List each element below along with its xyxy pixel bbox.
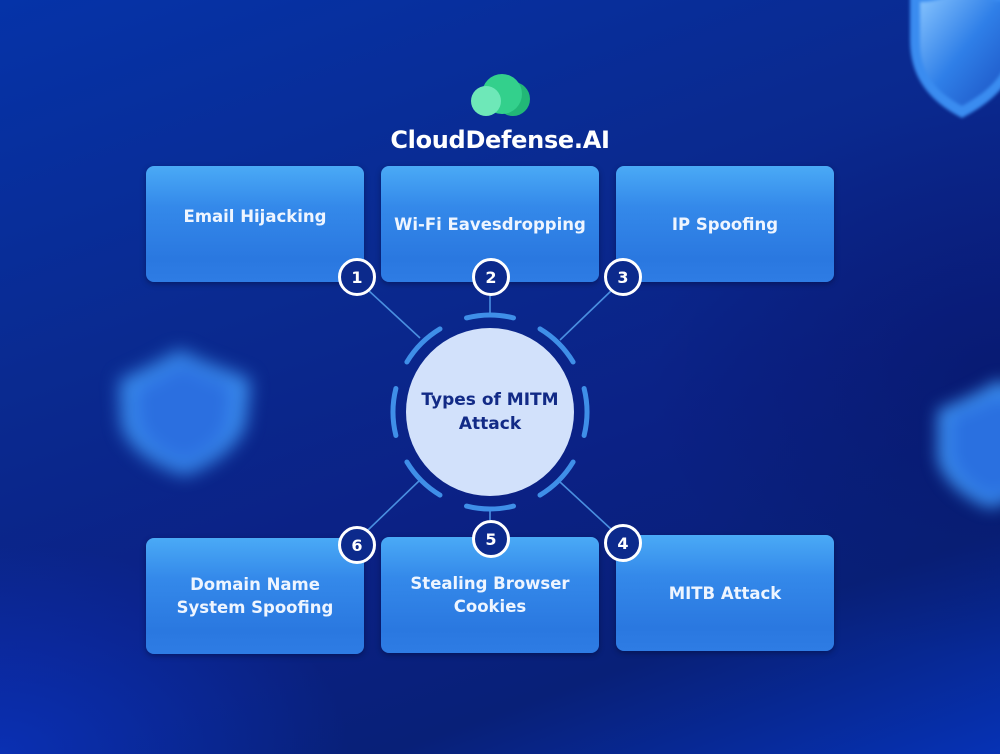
attack-label: Domain Name System Spoofing (176, 575, 334, 617)
center-title: Types of MITM Attack (421, 390, 559, 434)
hub-ring (390, 312, 590, 512)
attack-label: IP Spoofing (671, 214, 779, 234)
attack-card-ip-spoofing: IP Spoofing (616, 166, 834, 282)
connector-line-6 (367, 479, 421, 531)
number-badge-1: 1 (338, 258, 376, 296)
ring-segment (581, 386, 590, 438)
number-badge-4: 4 (604, 524, 642, 562)
attack-card-dns-spoofing: Domain Name System Spoofing (146, 538, 364, 654)
attack-label: Email Hijacking (183, 206, 327, 226)
shield-icon (120, 350, 250, 475)
center-hub: Types of MITM Attack (406, 328, 574, 496)
connector-line-3 (559, 289, 613, 341)
ring-segment (404, 326, 443, 365)
number-badge-3: 3 (604, 258, 642, 296)
number-badge-6: 6 (338, 526, 376, 564)
cloud-icon (471, 74, 530, 116)
connector-line-4 (559, 481, 613, 531)
attack-label: MITB Attack (668, 583, 782, 603)
ring-segment (390, 386, 399, 438)
ring-segment (537, 326, 576, 365)
brand-name: CloudDefense.AI (390, 126, 610, 154)
ring-segment (464, 503, 516, 512)
number-badge-5: 5 (472, 520, 510, 558)
attack-label: Stealing Browser Cookies (410, 574, 570, 616)
attack-card-stealing-browser-cookies: Stealing Browser Cookies (381, 537, 599, 653)
attack-label: Wi-Fi Eavesdropping (394, 214, 586, 234)
shield-icon (938, 380, 1000, 508)
number-badge-2: 2 (472, 258, 510, 296)
brand-logo: CloudDefense.AI (0, 72, 1000, 154)
attack-card-mitb-attack: MITB Attack (616, 535, 834, 651)
ring-segment (464, 312, 516, 321)
shield-icon (910, 0, 1000, 118)
ring-segment (404, 459, 443, 498)
ring-segment (537, 459, 576, 498)
connector-line-1 (367, 289, 421, 339)
attack-card-email-hijacking: Email Hijacking (146, 166, 364, 282)
